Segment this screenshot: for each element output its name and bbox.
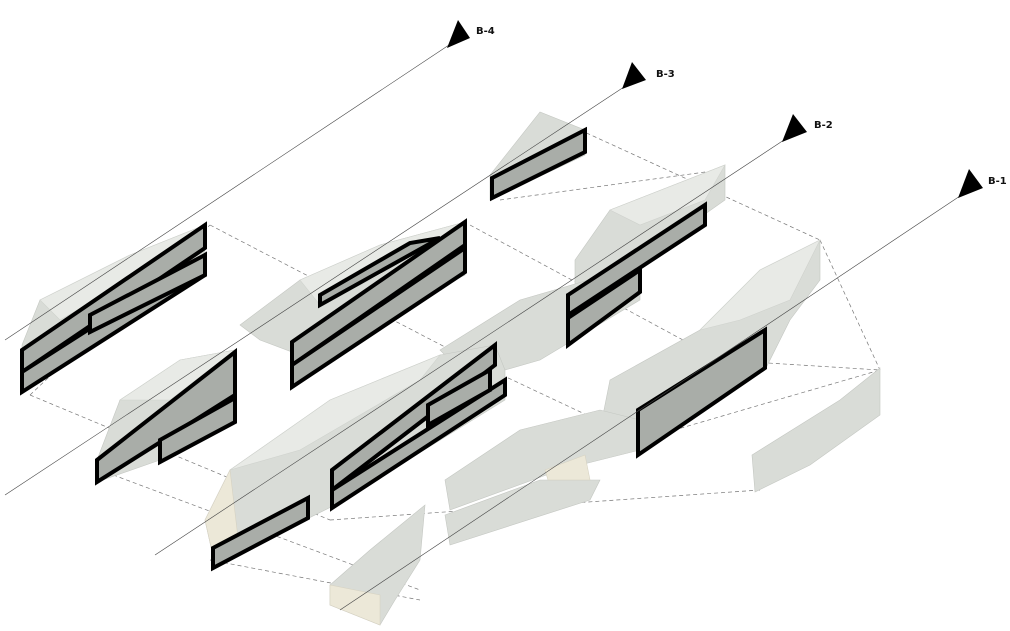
section-arrow-b4-icon bbox=[447, 20, 470, 48]
section-line-b4: B-4 bbox=[4, 20, 495, 341]
section-arrow-b3-icon bbox=[622, 62, 646, 89]
section-arrow-b2-icon bbox=[782, 114, 807, 142]
section-label-b3: B-3 bbox=[656, 69, 675, 80]
section-arrow-b1-icon bbox=[958, 169, 983, 198]
section-line-b2: B-2 bbox=[154, 114, 833, 556]
section-cuts bbox=[20, 126, 767, 572]
section-line-b1: B-1 bbox=[339, 169, 1007, 611]
section-label-b2: B-2 bbox=[814, 120, 833, 131]
section-label-b4: B-4 bbox=[476, 26, 495, 37]
section-label-b1: B-1 bbox=[988, 176, 1007, 187]
section-line-b3: B-3 bbox=[4, 62, 675, 496]
